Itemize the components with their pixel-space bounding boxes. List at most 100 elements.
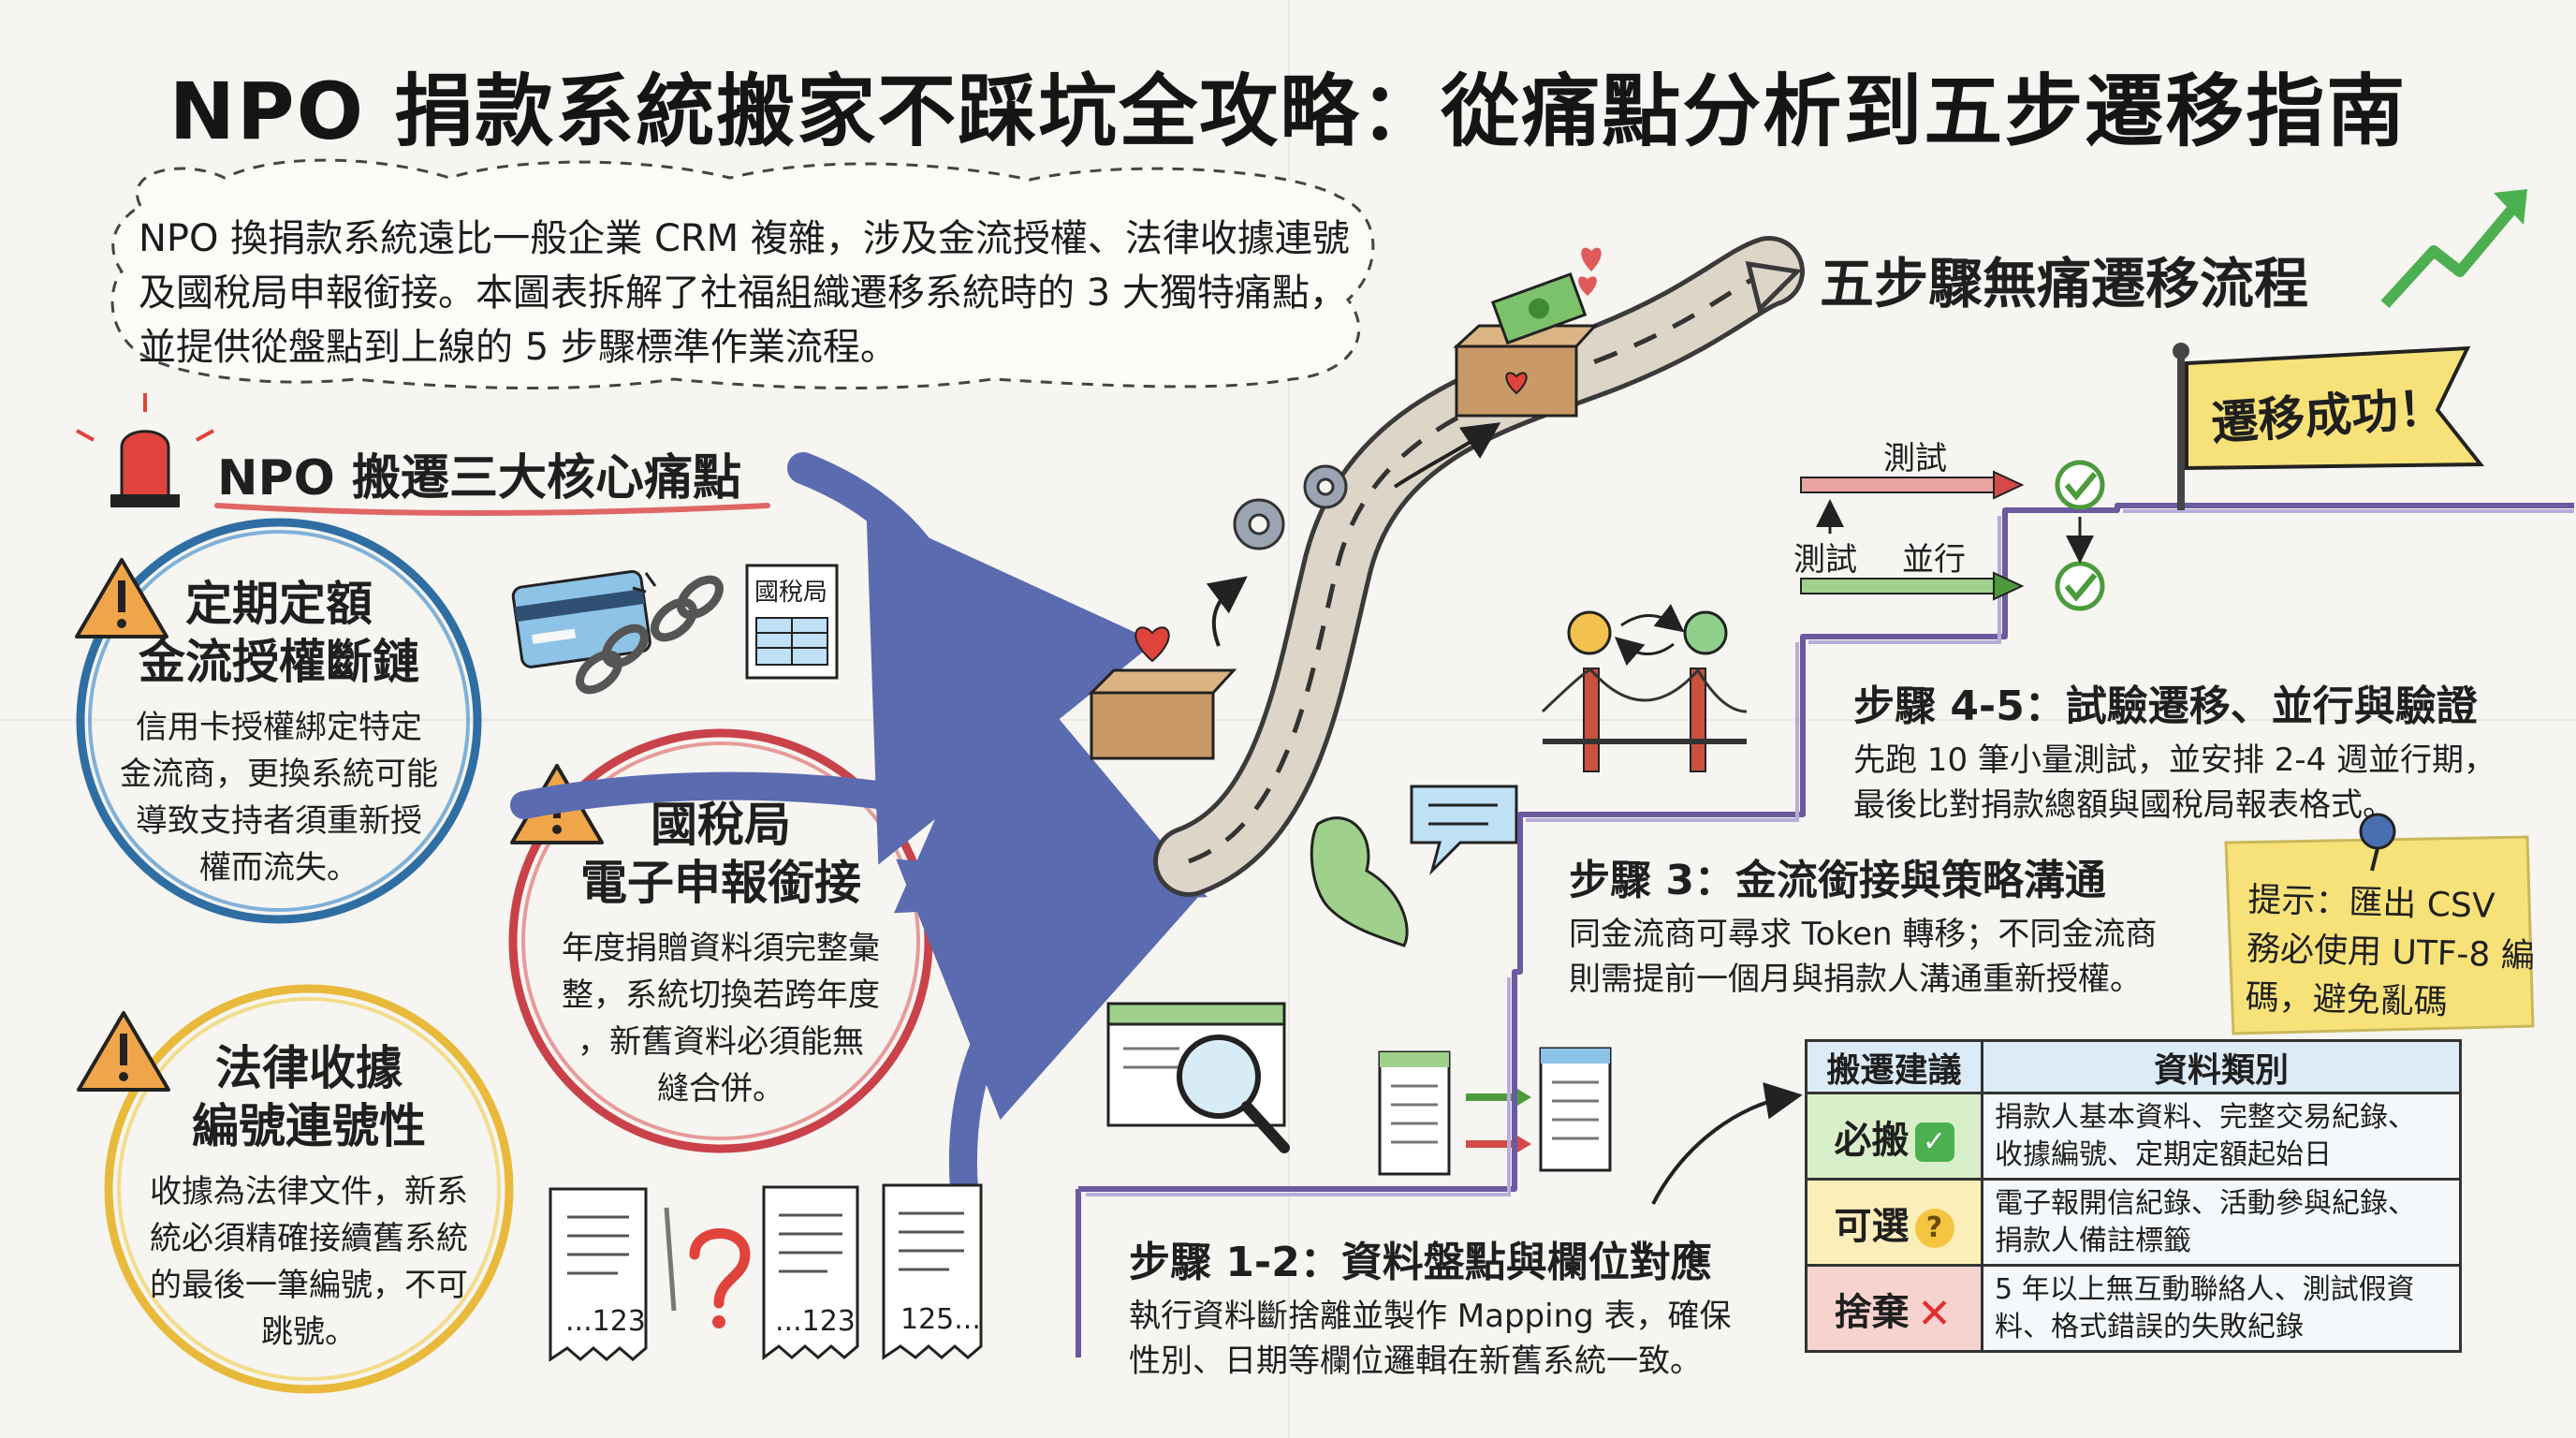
pain-points-heading: NPO 搬遷三大核心痛點 (217, 450, 741, 506)
pain-card-body-line: 金流商，更換系統可能 (120, 756, 438, 793)
step-3: 步驟 3：金流銜接與策略溝通 同金流商可尋求 Token 轉移；不同金流商 則需… (1569, 846, 2157, 1002)
alarm-icon (76, 393, 214, 507)
level-cell: 捨棄✕ (1805, 1264, 1983, 1353)
tax-document-icon (745, 564, 839, 680)
donation-box-icon (1453, 324, 1599, 418)
pain-card-body-line: 收據為法律文件，新系 (150, 1173, 468, 1211)
pain-card-body-line: 跳號。 (261, 1313, 357, 1351)
receipt-number-label: ...123 (775, 1305, 856, 1338)
level-label: 必搬 (1834, 1118, 1910, 1162)
staircase (1076, 503, 2574, 1357)
test-label: 測試 (1883, 440, 1947, 477)
check-circle-icon (2055, 460, 2105, 510)
step-desc-line: 同金流商可尋求 Token 轉移；不同金流商 (1569, 916, 2158, 953)
category-line: 電子報開信紀錄、活動參與紀錄、 (1995, 1186, 2416, 1220)
receipt-number-label: 125... (900, 1303, 981, 1336)
tip-line: 提示：匯出 CSV (2247, 880, 2496, 926)
pain-card-receipt-numbering: 法律收據 編號連號性 收據為法律文件，新系 統必須精確接續舊系統 的最後一筆編號… (122, 1039, 496, 1356)
donation-box-icon (1088, 626, 1237, 760)
category-cell: 捐款人基本資料、完整交易紀錄、 收據編號、定期定額起始日 (1981, 1092, 2462, 1181)
pain-card-tax-filing: 國稅局 電子申報銜接 年度捐贈資料須完整彙 整，系統切換若跨年度 ，新舊資料必須… (534, 796, 908, 1112)
gears-icon (1233, 464, 1348, 550)
trend-arrow-icon (2380, 189, 2527, 309)
receipt-number-label: ...123 (565, 1305, 646, 1338)
chat-bubble-icon (1310, 785, 1518, 947)
category-line: 捐款人備註標籤 (1995, 1224, 2191, 1257)
parallel-label: 並行 (1902, 541, 1966, 579)
credit-card-icon (511, 570, 651, 668)
migration-table: 搬遷建議 資料類別 必搬✓ 捐款人基本資料、完整交易紀錄、 收據編號、定期定額起… (1805, 1039, 2462, 1354)
intro-line: 並提供從盤點到上線的 5 步驟標準作業流程。 (139, 326, 898, 369)
tax-document-label: 國稅局 (754, 579, 828, 607)
thinking-face-icon: ? (1914, 1208, 1954, 1248)
step-desc-line: 先跑 10 筆小量測試，並安排 2-4 週並行期， (1853, 741, 2496, 779)
table-row: 捨棄✕ 5 年以上無互動聯絡人、測試假資 料、格式錯誤的失敗紀錄 (1805, 1264, 2462, 1353)
step-title: 步驟 1-2：資料盤點與欄位對應 (1129, 1239, 1712, 1286)
intro-cloud (110, 158, 1375, 389)
receipt-icon (549, 1187, 648, 1362)
pain-card-payment-auth: 定期定額 金流授權斷鏈 信用卡授權綁定特定 金流商，更換系統可能 導致支持者須重… (101, 575, 457, 891)
page-title: NPO 捐款系統搬家不踩坑全攻略：從痛點分析到五步遷移指南 (168, 66, 2408, 157)
category-line: 捐款人基本資料、完整交易紀錄、 (1995, 1100, 2416, 1134)
step-desc-line: 性別、日期等欄位邏輯在新舊系統一致。 (1129, 1343, 1702, 1380)
flow-heading: 五步驟無痛遷移流程 (1820, 252, 2309, 315)
broken-chain-icon (576, 572, 724, 695)
flag-icon (2173, 343, 2485, 510)
category-line: 收據編號、定期定額起始日 (1995, 1137, 2332, 1171)
tip-note (2224, 835, 2535, 1035)
step-desc-line: 則需提前一個月與捐款人溝通重新授權。 (1569, 961, 2142, 998)
pain-card-title: 定期定額 金流授權斷鏈 (101, 575, 457, 691)
question-icon (689, 1228, 751, 1328)
data-mapping-icon (1378, 1047, 1612, 1176)
pain-card-title-line: 金流授權斷鏈 (139, 635, 419, 689)
heart-icon (1578, 247, 1602, 296)
step-title: 步驟 3：金流銜接與策略溝通 (1569, 857, 2106, 904)
category-cell: 電子報開信紀錄、活動參與紀錄、 捐款人備註標籤 (1981, 1178, 2462, 1267)
pain-card-title-line: 國稅局 (651, 798, 791, 852)
check-circle-icon (2055, 561, 2105, 611)
intro-line: 及國稅局申報銜接。本圖表拆解了社福組織遷移系統時的 3 大獨特痛點， (139, 271, 1347, 315)
level-cell: 可選? (1805, 1178, 1983, 1267)
pain-card-title-line: 定期定額 (185, 577, 373, 631)
pain-card-body: 收據為法律文件，新系 統必須精確接續舊系統 的最後一筆編號，不可 跳號。 (122, 1168, 496, 1356)
tip-line: 務必使用 UTF-8 編 (2246, 929, 2536, 976)
pain-card-body-line: 整，系統切換若跨年度 (562, 976, 880, 1014)
step-title: 步驟 4-5：試驗遷移、並行與驗證 (1853, 682, 2478, 730)
step-1-2: 步驟 1-2：資料盤點與欄位對應 執行資料斷捨離並製作 Mapping 表，確保… (1129, 1228, 1732, 1384)
level-label: 可選 (1834, 1204, 1910, 1248)
pain-card-title-line: 法律收據 (215, 1041, 402, 1095)
pain-card-title-line: 編號連號性 (192, 1099, 426, 1153)
pain-card-body-line: 縫合併。 (657, 1070, 784, 1108)
money-icon (1490, 271, 1588, 345)
tip-note-text: 提示：匯出 CSV 務必使用 UTF-8 編 碼，避免亂碼 (2245, 876, 2537, 1030)
step-desc-line: 執行資料斷捨離並製作 Mapping 表，確保 (1129, 1298, 1732, 1335)
table-header: 資料類別 (1981, 1039, 2462, 1094)
step-desc: 執行資料斷捨離並製作 Mapping 表，確保 性別、日期等欄位邏輯在新舊系統一… (1129, 1294, 1732, 1384)
warning-icon (75, 558, 168, 638)
table-row: 必搬✓ 捐款人基本資料、完整交易紀錄、 收據編號、定期定額起始日 (1805, 1092, 2462, 1181)
pushpin-icon (2359, 813, 2396, 872)
level-cell: 必搬✓ (1805, 1092, 1983, 1181)
tip-line: 碼，避免亂碼 (2245, 977, 2449, 1022)
pain-card-body-line: 導致支持者須重新授 (136, 802, 422, 840)
category-line: 5 年以上無互動聯絡人、測試假資 (1995, 1272, 2415, 1306)
bridge-icon (1541, 668, 1748, 772)
pain-card-title-line: 電子申報銜接 (580, 856, 861, 910)
intro-line: NPO 換捐款系統遠比一般企業 CRM 複雜，涉及金流授權、法律收據連號 (139, 217, 1350, 260)
cross-mark-icon: ✕ (1917, 1289, 1952, 1338)
table-row: 可選? 電子報開信紀錄、活動參與紀錄、 捐款人備註標籤 (1805, 1178, 2462, 1267)
pain-card-body-line: 年度捐贈資料須完整彙 (562, 930, 880, 967)
step-desc: 先跑 10 筆小量測試，並安排 2-4 週並行期， 最後比對捐款總額與國稅局報表… (1853, 738, 2496, 828)
receipt-icon (762, 1185, 859, 1360)
category-line: 料、格式錯誤的失敗紀錄 (1995, 1310, 2304, 1343)
check-mark-icon: ✓ (1914, 1122, 1954, 1162)
test-arrow (1800, 470, 2025, 500)
pain-card-title: 國稅局 電子申報銜接 (534, 796, 908, 912)
intro-text: NPO 換捐款系統遠比一般企業 CRM 複雜，涉及金流授權、法律收據連號 及國稅… (139, 212, 1365, 374)
browser-search-icon (1106, 1002, 1290, 1153)
pain-card-body-line: ，新舊資料必須能無 (578, 1023, 864, 1061)
parallel-arrow (1800, 571, 2025, 601)
pain-card-title: 法律收據 編號連號性 (122, 1039, 496, 1155)
step-desc: 同金流商可尋求 Token 轉移；不同金流商 則需提前一個月與捐款人溝通重新授權… (1569, 912, 2157, 1002)
category-cell: 5 年以上無互動聯絡人、測試假資 料、格式錯誤的失敗紀錄 (1981, 1264, 2462, 1353)
